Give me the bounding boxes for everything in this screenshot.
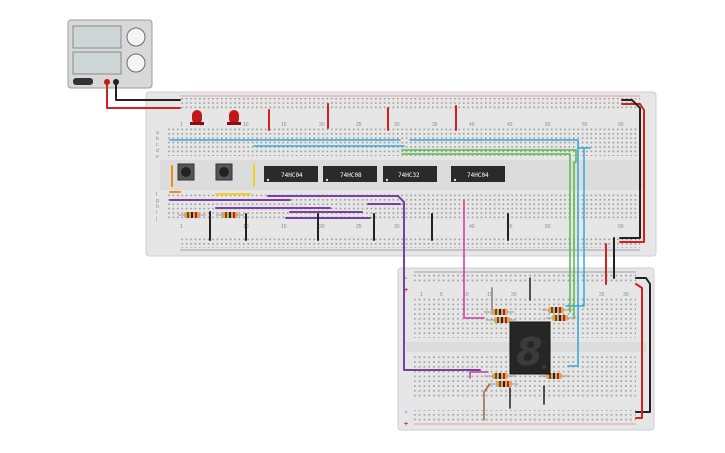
led-1[interactable]: [190, 110, 204, 125]
wire-red-sec-right[interactable]: [635, 283, 643, 419]
col-number-55: 55: [582, 122, 588, 128]
wire-psu-positive[interactable]: [106, 84, 181, 109]
top-terminal-strip: [166, 128, 638, 156]
decimal-point: [542, 365, 546, 369]
resistor-sec-4[interactable]: [546, 315, 576, 321]
negative-terminal[interactable]: [113, 79, 119, 85]
power-switch[interactable]: [73, 78, 93, 85]
col-number-30: 30: [394, 122, 400, 128]
wire-black-right-bus[interactable]: [619, 99, 641, 239]
col-number-bottom-25: 25: [356, 224, 362, 230]
rail-plus-sign: +: [404, 287, 408, 294]
ic-label-3: 74HC32: [398, 172, 420, 179]
wire-green-1[interactable]: [401, 153, 571, 313]
top-power-rail: [180, 98, 640, 110]
power-supply[interactable]: [67, 19, 153, 89]
bottom-terminal-strip: [166, 192, 638, 220]
ic-label-1: 74HC04: [281, 172, 303, 179]
col-number-bottom-45: 45: [507, 224, 513, 230]
col-number-bottom-30: 30: [394, 224, 400, 230]
row-letter-g: g: [156, 198, 159, 204]
ic-74hc04-a[interactable]: 74HC04: [264, 166, 318, 182]
wires: [106, 84, 651, 421]
voltage-display: [72, 25, 122, 49]
col-number-bottom-15: 15: [281, 224, 287, 230]
col-number-50: 50: [545, 122, 551, 128]
col-number-bottom-20: 20: [319, 224, 325, 230]
ic-label-2: 74HC08: [340, 172, 362, 179]
sec-col-30: 30: [623, 292, 629, 298]
ic-74hc32[interactable]: 74HC32: [383, 166, 437, 182]
wire-purple-long[interactable]: [267, 195, 481, 371]
wire-psu-negative[interactable]: [115, 84, 181, 101]
sec-col-25: 25: [599, 292, 605, 298]
resistor-sec-3[interactable]: [542, 307, 572, 313]
col-number-40: 40: [469, 122, 475, 128]
wire-magenta-1[interactable]: [463, 199, 485, 319]
col-number-35: 35: [432, 122, 438, 128]
row-letter-j: j: [155, 216, 157, 222]
resistor-sec-2[interactable]: [486, 317, 516, 323]
row-letter-b: b: [156, 136, 159, 142]
col-number-20: 20: [319, 122, 325, 128]
row-letter-d: d: [156, 148, 159, 154]
wire-brown-sec[interactable]: [483, 383, 491, 421]
push-button-1[interactable]: [177, 163, 195, 181]
sec-col-15: 15: [487, 292, 493, 298]
wire-red-right-bus[interactable]: [619, 103, 645, 243]
row-letter-a: a: [156, 130, 159, 136]
col-number-15: 15: [281, 122, 287, 128]
seven-segment-display[interactable]: 8: [509, 321, 551, 375]
col-number-10: 10: [243, 122, 249, 128]
col-number-1: 1: [180, 122, 183, 128]
seven-segment-digit: 8: [516, 330, 542, 374]
positive-terminal[interactable]: [104, 79, 110, 85]
sec-col-1: 1: [420, 292, 423, 298]
push-button-2[interactable]: [215, 163, 233, 181]
wire-blue-long-2[interactable]: [565, 147, 585, 307]
rail-minus-sign-bottom: -: [405, 409, 408, 416]
wire-blue-long[interactable]: [567, 147, 579, 367]
col-number-25: 25: [356, 122, 362, 128]
wire-green-2[interactable]: [401, 149, 577, 319]
col-number-bottom-1: 1: [180, 224, 183, 230]
col-number-bottom-50: 50: [545, 224, 551, 230]
rail-plus-sign-bottom: +: [404, 421, 408, 428]
sec-col-10: 10: [463, 292, 469, 298]
sec-col-20: 20: [511, 292, 517, 298]
col-number-bottom-40: 40: [469, 224, 475, 230]
col-number-60: 60: [618, 122, 624, 128]
secondary-top-rail: [414, 274, 636, 284]
wire-magenta-2[interactable]: [469, 371, 489, 379]
rail-minus-sign: -: [405, 275, 408, 282]
col-number-bottom-60: 60: [618, 224, 624, 230]
row-letter-i: i: [156, 210, 157, 216]
bottom-power-rail: [180, 236, 640, 248]
ic-label-4: 74HC04: [467, 172, 489, 179]
row-letter-e: e: [156, 154, 159, 160]
resistor-sec-5[interactable]: [484, 373, 516, 379]
ic-74hc04-b[interactable]: 74HC04: [451, 166, 505, 182]
voltage-knob[interactable]: [126, 27, 146, 47]
wire-black-sec-right[interactable]: [635, 277, 651, 413]
row-letter-f: f: [156, 192, 158, 198]
col-number-45: 45: [507, 122, 513, 128]
sec-col-5: 5: [440, 292, 443, 298]
resistor-sec-6[interactable]: [488, 381, 518, 387]
secondary-bottom-rail: [414, 410, 636, 422]
current-knob[interactable]: [126, 53, 146, 73]
resistor-main-1[interactable]: [178, 212, 206, 218]
row-letter-h: h: [156, 204, 159, 210]
led-2[interactable]: [227, 110, 241, 125]
ic-74hc08[interactable]: 74HC08: [323, 166, 377, 182]
resistor-main-2[interactable]: [216, 212, 244, 218]
row-letter-c: c: [156, 142, 159, 148]
current-display: [72, 51, 122, 75]
resistor-sec-1[interactable]: [484, 309, 514, 315]
